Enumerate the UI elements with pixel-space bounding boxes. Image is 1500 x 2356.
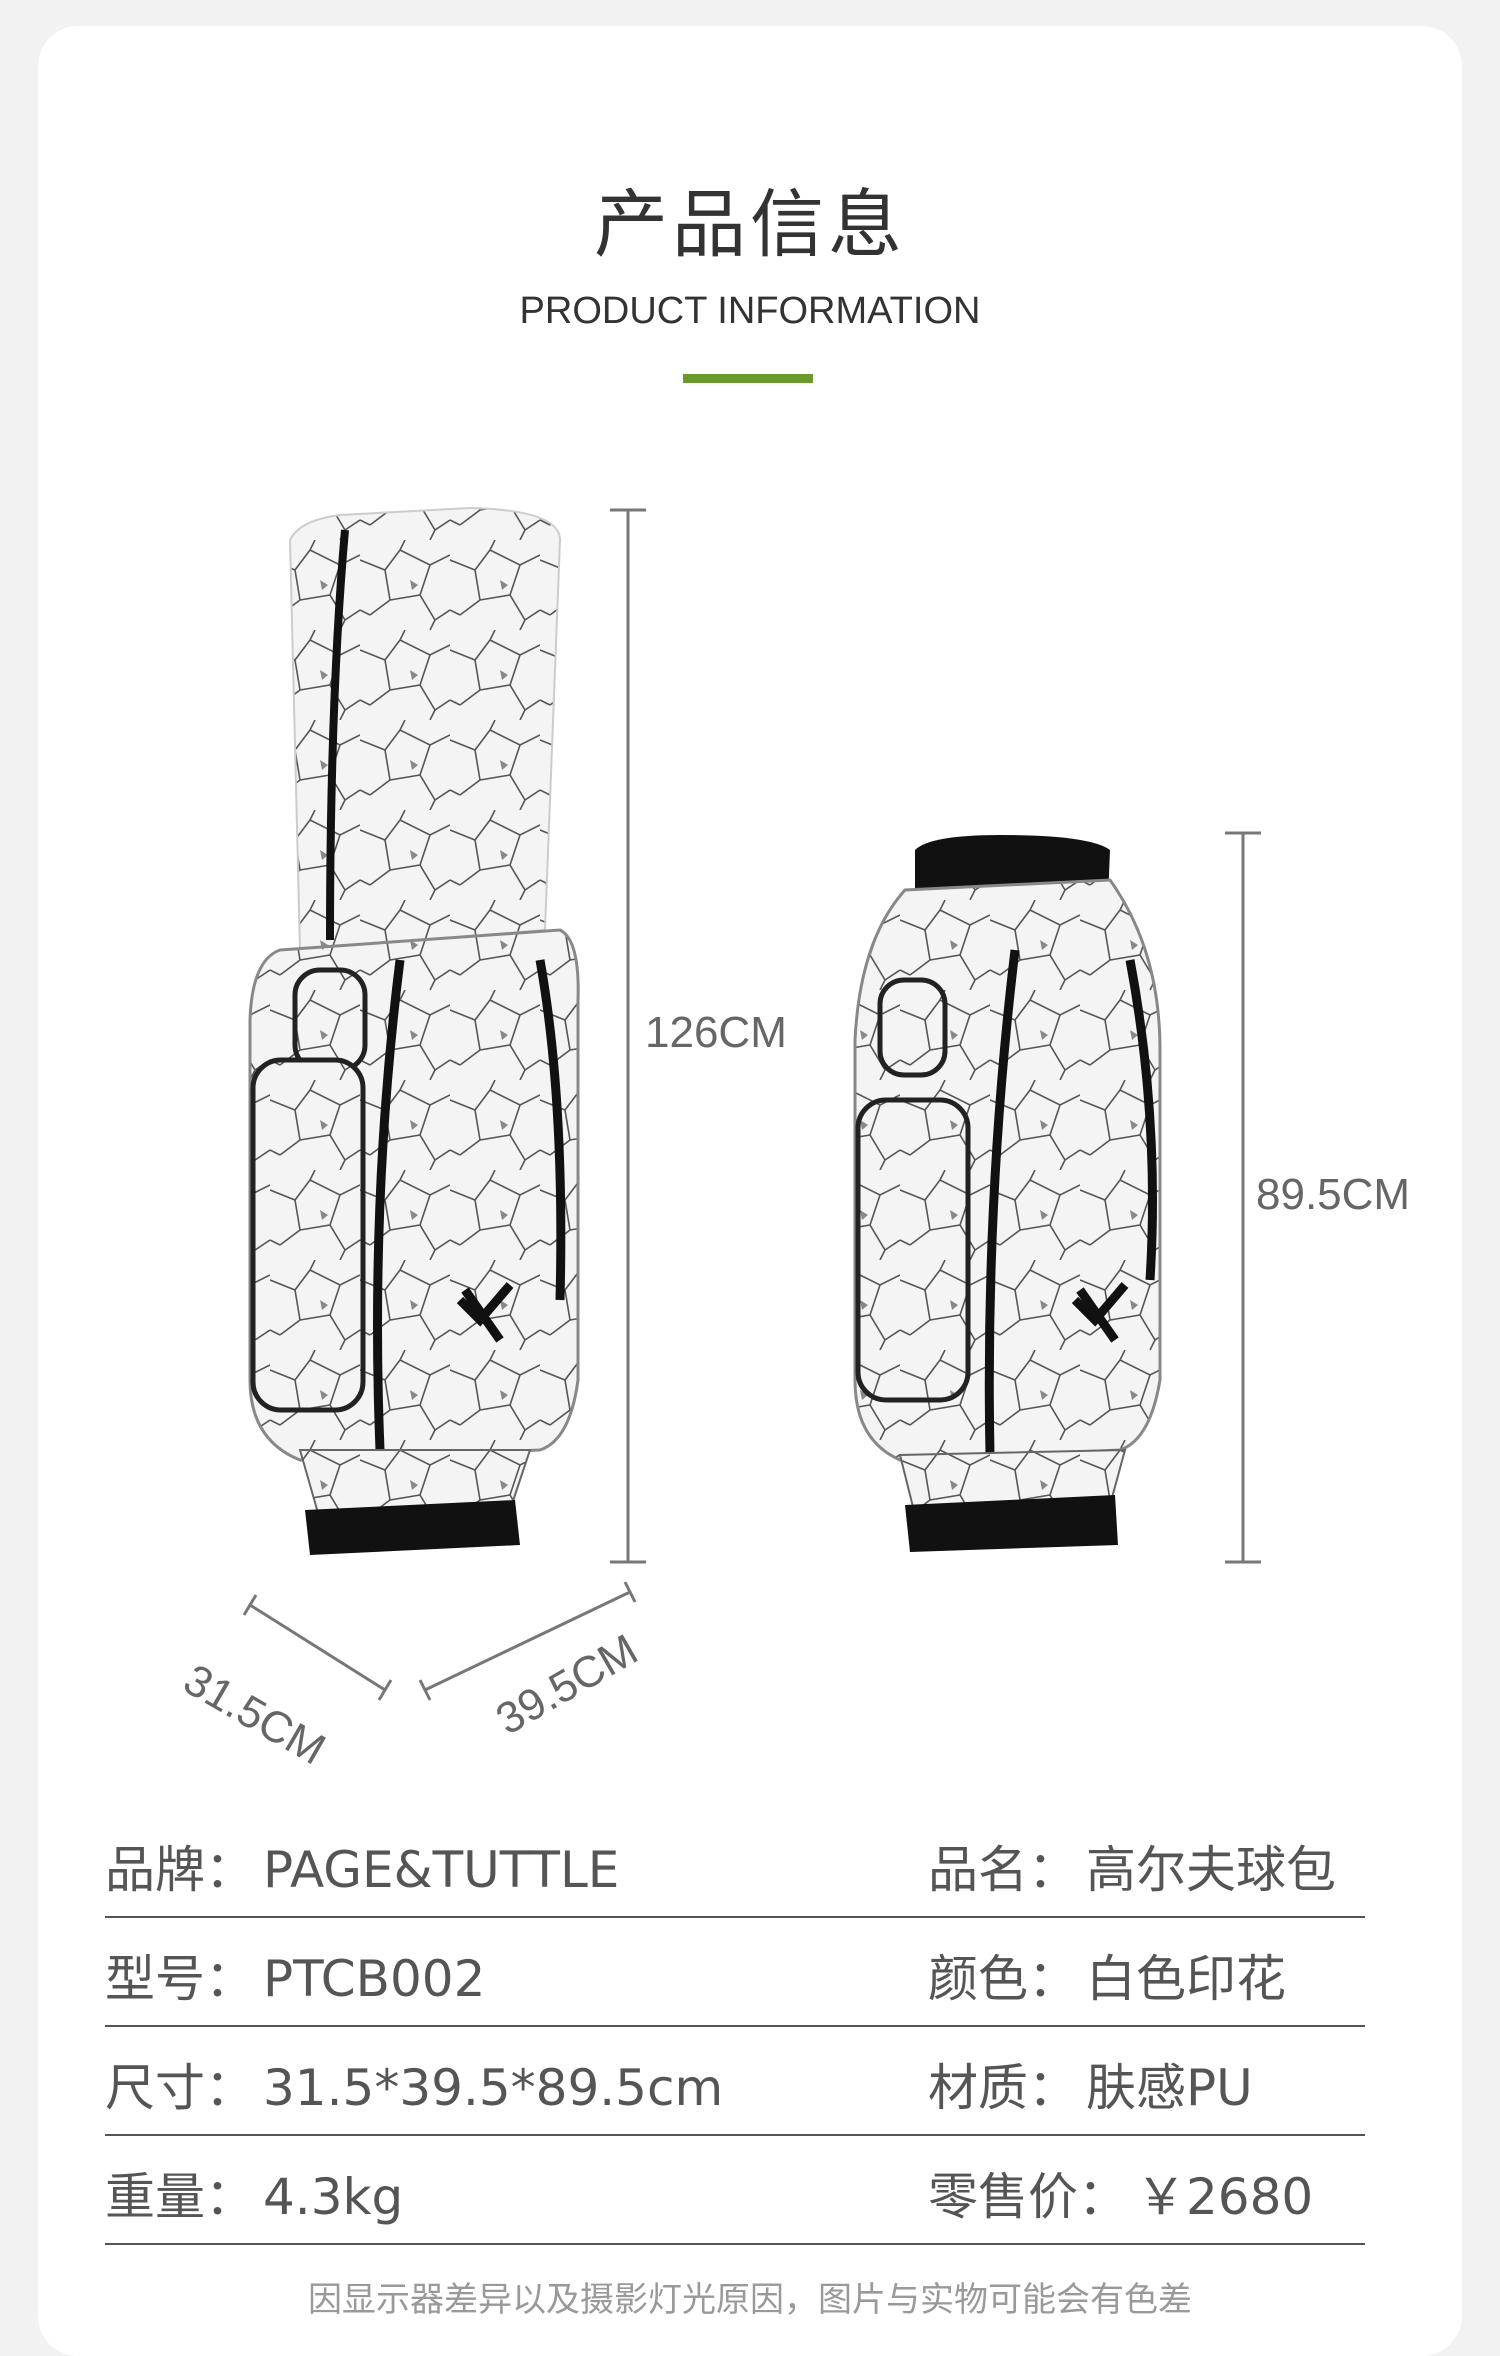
spec-value: 4.3kg <box>263 2168 404 2226</box>
spec-label: 重量： <box>105 2168 255 2226</box>
spec-value: 白色印花 <box>1086 1950 1286 2008</box>
spec-label: 零售价： <box>928 2168 1128 2226</box>
spec-price: 零售价：￥2680 <box>928 2157 1313 2229</box>
color-disclaimer: 因显示器差异以及摄影灯光原因，图片与实物可能会有色差 <box>308 2280 1192 2320</box>
spec-row-weight: 重量：4.3kg 零售价：￥2680 <box>105 2135 1365 2245</box>
spec-label: 尺寸： <box>105 2059 255 2117</box>
golf-bag-illustration <box>242 506 1261 1701</box>
depth-marker <box>242 1594 393 1701</box>
spec-value: PTCB002 <box>263 1950 486 2008</box>
spec-size: 尺寸：31.5*39.5*89.5cm <box>105 2048 723 2120</box>
width-marker <box>418 1581 637 1701</box>
section-title: 产品信息 <box>594 182 906 268</box>
spec-product-name: 品名：高尔夫球包 <box>928 1830 1336 1902</box>
spec-value: ￥2680 <box>1136 2168 1314 2226</box>
spec-row-size: 尺寸：31.5*39.5*89.5cm 材质：肤感PU <box>105 2026 1365 2136</box>
spec-row-brand: 品牌：PAGE&TUTTLE 品名：高尔夫球包 <box>105 1808 1365 1918</box>
spec-model: 型号：PTCB002 <box>105 1939 485 2011</box>
golf-bag-with-hood <box>248 506 580 1555</box>
spec-value: 肤感PU <box>1086 2059 1253 2117</box>
height-marker-126 <box>610 508 646 1564</box>
spec-value: 31.5*39.5*89.5cm <box>263 2059 724 2117</box>
golf-bag-without-hood <box>853 835 1162 1552</box>
spec-label: 品牌： <box>105 1841 255 1899</box>
height-with-hood-label: 126CM <box>645 1008 787 1057</box>
spec-label: 材质： <box>928 2059 1078 2117</box>
spec-value: 高尔夫球包 <box>1086 1841 1336 1899</box>
spec-color: 颜色：白色印花 <box>928 1939 1286 2011</box>
spec-row-model: 型号：PTCB002 颜色：白色印花 <box>105 1917 1365 2027</box>
spec-weight: 重量：4.3kg <box>105 2157 403 2229</box>
height-without-hood-label: 89.5CM <box>1256 1170 1411 1219</box>
spec-label: 品名： <box>928 1841 1078 1899</box>
spec-label: 颜色： <box>928 1950 1078 2008</box>
spec-label: 型号： <box>105 1950 255 2008</box>
spec-brand: 品牌：PAGE&TUTTLE <box>105 1830 619 1902</box>
spec-value: PAGE&TUTTLE <box>263 1841 620 1899</box>
height-marker-89-5 <box>1225 831 1261 1564</box>
spec-material: 材质：肤感PU <box>928 2048 1253 2120</box>
section-subtitle: PRODUCT INFORMATION <box>519 290 981 332</box>
title-accent-bar <box>683 374 813 383</box>
